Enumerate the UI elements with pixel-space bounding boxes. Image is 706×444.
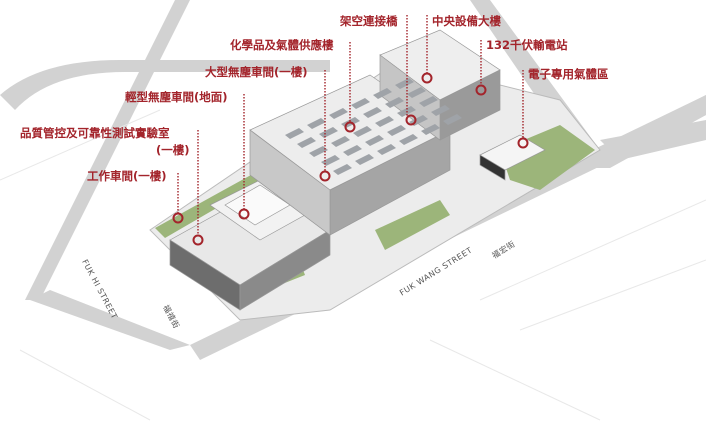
roof-panel [385,97,404,108]
marker-chemical-gas [344,121,356,133]
roof-panel [377,144,396,155]
roof-panel [431,105,450,116]
roof-panel [319,127,338,138]
roof-panels [285,78,462,175]
label-substation: 132千伏輸電站 [486,38,568,52]
marker-central-plant [421,72,433,84]
roof-panel [365,135,384,146]
roof-panel [407,87,426,98]
marker-bridge [405,114,417,126]
roof-panel [333,164,352,175]
roof-panel [329,108,348,119]
roof-panel [331,136,350,147]
marker-electronic-gas [517,137,529,149]
roof-panel [373,88,392,99]
label-bridge: 架空連接橋 [340,14,398,28]
marker-light-cleanroom [238,208,250,220]
leader-lines [177,15,524,236]
roof-panel [297,137,316,148]
roof-panel [443,114,462,125]
roof-panel [363,107,382,118]
marker-substation [475,84,487,96]
roof-panel [307,118,326,129]
label-qc-lab-floor: (一樓) [156,143,190,157]
roof-panel [309,146,328,157]
buildings [169,29,546,311]
roof-panel [285,128,304,139]
label-chemical-gas: 化學品及氣體供應樓 [230,38,334,52]
roof-panel [343,145,362,156]
label-workshop: 工作車間(一樓) [87,169,167,183]
marker-large-cleanroom [319,170,331,182]
roof-panel [419,96,438,107]
roof-panel [387,125,406,136]
markers [172,72,529,246]
label-electronic-gas: 電子專用氣體區 [528,67,609,81]
label-central-plant: 中央設備大樓 [432,14,501,28]
label-qc-lab: 品質管控及可靠性測試實驗室 [20,126,170,140]
marker-workshop [172,212,184,224]
label-light-cleanroom: 輕型無塵車間(地面) [125,90,228,104]
roof-panel [321,155,340,166]
roof-panel [351,98,370,109]
roof-panel [355,154,374,165]
roof-panel [399,134,418,145]
marker-qc-lab [192,234,204,246]
roof-panel [395,78,414,89]
roof-panel [353,126,372,137]
label-large-cleanroom: 大型無塵車間(一樓) [205,65,308,79]
roof-panel [375,116,394,127]
roof-panel [421,124,440,135]
